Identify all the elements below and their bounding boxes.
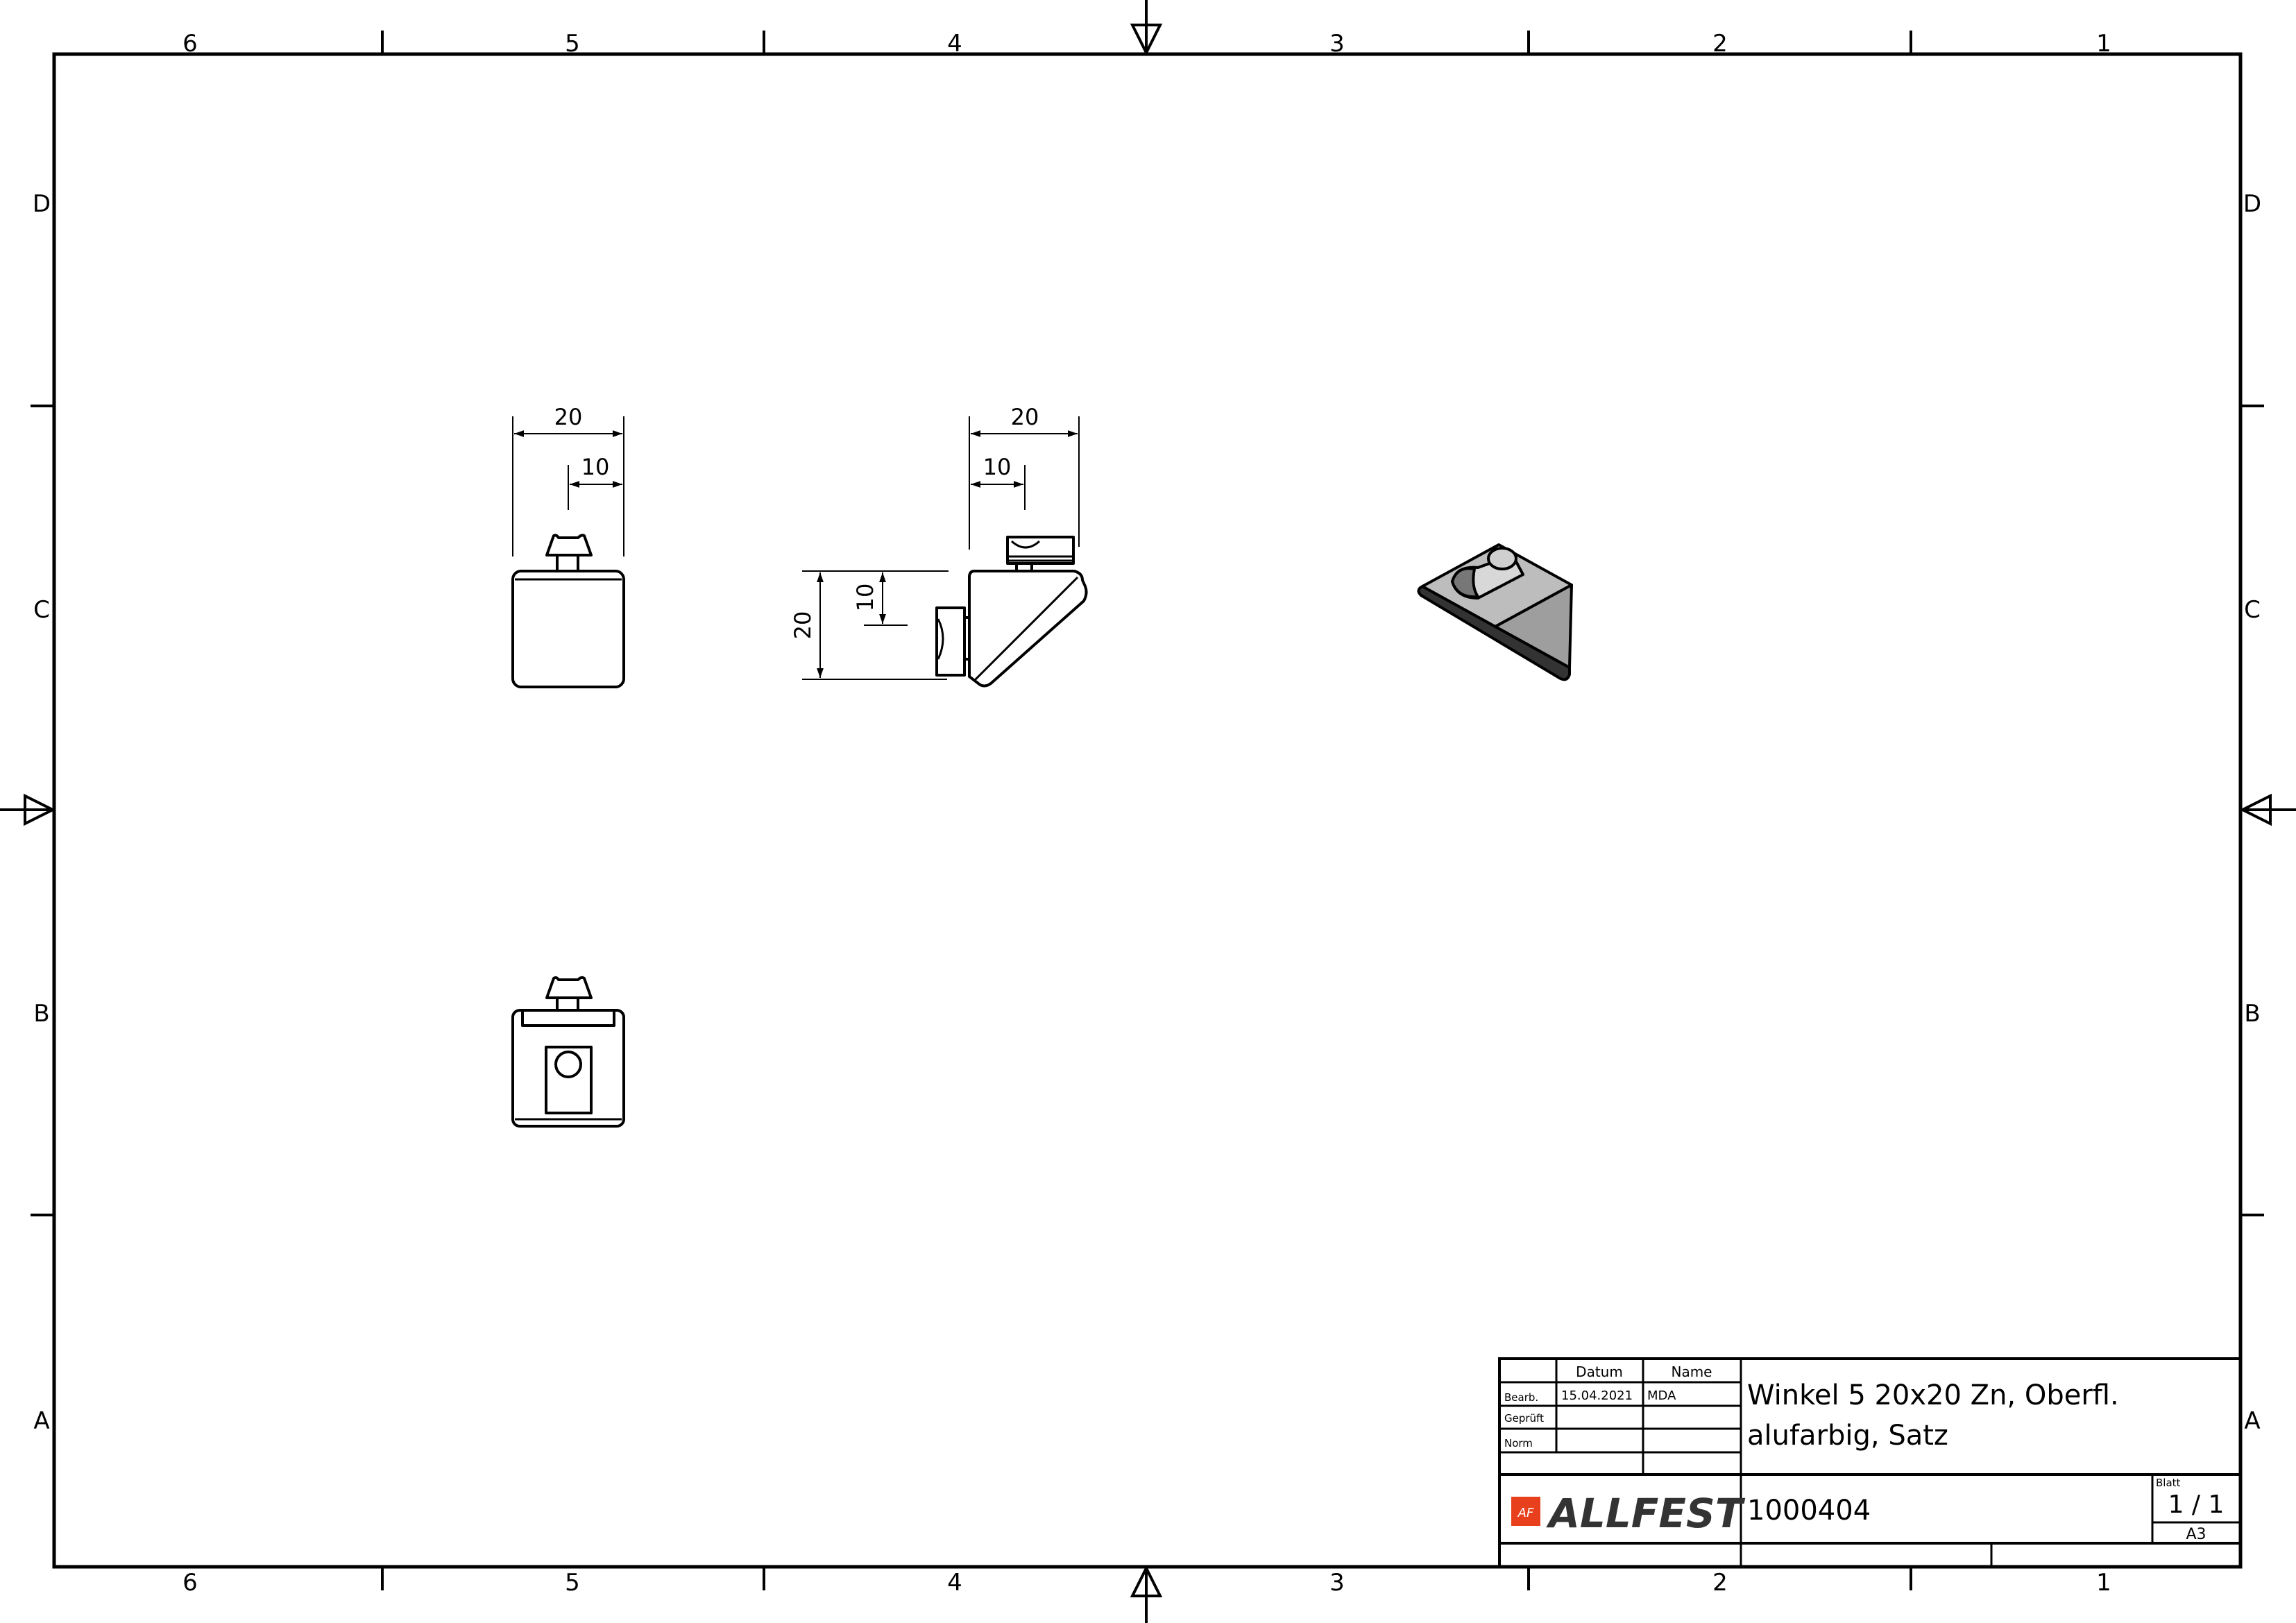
bottom-view xyxy=(511,976,625,1128)
bearb-date: 15.04.2021 xyxy=(1561,1388,1633,1403)
row-label-right: B xyxy=(2244,1000,2260,1028)
logo-wordmark: ALLFEST xyxy=(1546,1490,1746,1537)
side-view: 20 10 20 10 xyxy=(790,404,1088,688)
centering-arrow-right xyxy=(2239,793,2296,826)
bearb-name: MDA xyxy=(1647,1388,1676,1403)
column-label-top: 3 xyxy=(1329,30,1345,58)
sheet-value: 1 / 1 xyxy=(2168,1490,2225,1519)
column-label-top: 4 xyxy=(947,30,962,58)
front-view: 20 10 xyxy=(511,404,625,688)
column-label-bottom: 5 xyxy=(565,1569,580,1597)
side-view-left-nut xyxy=(935,606,966,677)
row-label-norm: Norm xyxy=(1504,1437,1533,1450)
dimension-label: 20 xyxy=(1011,404,1039,430)
column-label-bottom: 6 xyxy=(182,1569,198,1597)
column-label-top: 6 xyxy=(182,30,198,58)
front-view-body xyxy=(511,570,625,688)
iso-base-edge xyxy=(1417,585,1571,681)
iso-screw-head xyxy=(1487,547,1517,570)
iso-side-face xyxy=(1494,584,1573,669)
row-label-left: C xyxy=(33,596,50,624)
drawing-title-line2: alufarbig, Satz xyxy=(1747,1420,1948,1452)
side-dimension-width: 20 xyxy=(969,404,1080,550)
row-label-right: A xyxy=(2244,1407,2260,1435)
dimension-label: 10 xyxy=(852,584,878,612)
drawing-frame xyxy=(52,52,2243,1569)
row-label-left: D xyxy=(33,190,51,218)
row-label-right: D xyxy=(2243,190,2261,218)
row-label-right: C xyxy=(2244,596,2261,624)
row-label-bearb: Bearb. xyxy=(1504,1391,1538,1404)
side-dimension-height: 20 xyxy=(790,570,949,680)
side-dimension-height-offset: 10 xyxy=(852,572,908,626)
drawing-title-line1: Winkel 5 20x20 Zn, Oberfl. xyxy=(1747,1379,2119,1411)
row-label-geprueft: Geprüft xyxy=(1504,1412,1544,1425)
column-label-bottom: 1 xyxy=(2096,1569,2111,1597)
side-dimension-offset: 10 xyxy=(971,454,1026,510)
front-dimension-width: 20 xyxy=(512,404,624,556)
bottom-view-tnut xyxy=(545,976,593,999)
sheet-label: Blatt xyxy=(2156,1477,2181,1489)
column-label-top: 2 xyxy=(1712,30,1728,58)
dimension-label: 10 xyxy=(983,454,1012,480)
front-dimension-offset: 10 xyxy=(568,454,622,510)
title-block: Datum Name Bearb. 15.04.2021 MDA Geprüft… xyxy=(1498,1357,2242,1568)
dimension-label: 20 xyxy=(554,404,583,430)
column-label-bottom: 3 xyxy=(1329,1569,1345,1597)
isometric-view xyxy=(1417,543,1573,681)
logo-mark-icon xyxy=(1511,1497,1540,1526)
mounting-hole xyxy=(554,1051,582,1078)
front-view-tnut xyxy=(545,534,593,572)
paper-format: A3 xyxy=(2186,1526,2206,1543)
centering-arrow-left xyxy=(0,793,56,826)
drawing-number: 1000404 xyxy=(1747,1495,1871,1527)
allfest-logo: AF ALLFEST xyxy=(1511,1490,1746,1537)
column-label-bottom: 4 xyxy=(947,1569,962,1597)
column-label-top: 1 xyxy=(2096,30,2111,58)
dimension-label: 10 xyxy=(581,454,610,480)
column-label-bottom: 2 xyxy=(1712,1569,1728,1597)
dimension-label: 20 xyxy=(790,611,816,640)
header-date: Datum xyxy=(1576,1363,1623,1380)
row-label-left: A xyxy=(33,1407,49,1435)
column-label-top: 5 xyxy=(565,30,580,58)
zone-ticks xyxy=(31,31,2264,1590)
mounting-slot xyxy=(545,1046,593,1114)
header-name: Name xyxy=(1671,1363,1712,1380)
row-label-left: B xyxy=(33,1000,49,1028)
logo-mark-text: AF xyxy=(1517,1506,1534,1520)
side-view-top-nut xyxy=(1006,536,1075,565)
centering-arrow-bottom xyxy=(1130,1565,1163,1623)
centering-arrow-top xyxy=(1130,0,1163,56)
